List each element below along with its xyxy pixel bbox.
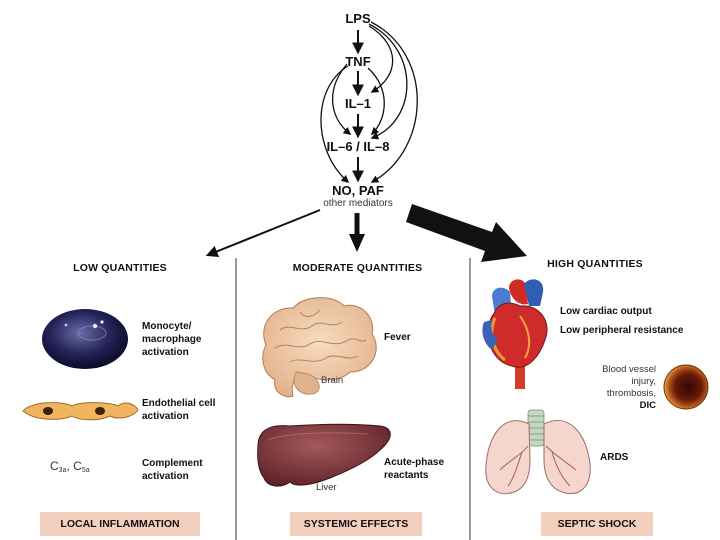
liver-icon — [257, 423, 391, 487]
lungs-icon — [485, 409, 591, 495]
effect-ards: ARDS — [600, 452, 629, 463]
footer-septic-shock: SEPTIC SHOCK — [541, 512, 653, 536]
effect-endothelial-activation: Endothelial cell activation — [142, 398, 216, 422]
effect-low-peripheral-resistance: Low peripheral resistance — [560, 325, 684, 336]
arrow-moderate — [349, 213, 365, 252]
cascade-il6-il8: IL–6 / IL–8 — [326, 139, 390, 154]
cascade-other-mediators: other mediators — [323, 198, 393, 209]
monocyte-icon — [42, 309, 128, 369]
brain-icon — [262, 297, 377, 398]
cascade-no-paf: NO, PAF — [332, 183, 384, 198]
heart-icon — [482, 279, 548, 389]
effect-monocyte-activation: Monocyte/ macrophage activation — [142, 321, 202, 358]
arrow-low — [205, 209, 321, 257]
liver-label: Liver — [316, 482, 337, 493]
endothelial-cells-icon — [22, 402, 139, 421]
cascade-lps: LPS — [345, 11, 371, 26]
header-low-quantities: LOW QUANTITIES — [73, 262, 167, 274]
arrow-high — [406, 204, 527, 262]
header-high-quantities: HIGH QUANTITIES — [547, 258, 643, 270]
effect-acute-phase-reactants: Acute-phase reactants — [384, 457, 445, 481]
brain-label: Brain — [321, 375, 344, 386]
effect-fever: Fever — [384, 332, 411, 343]
cascade-il1: IL–1 — [344, 96, 371, 111]
effect-low-cardiac-output: Low cardiac output — [560, 306, 652, 317]
cascade-tnf: TNF — [345, 54, 371, 69]
header-moderate-quantities: MODERATE QUANTITIES — [292, 262, 423, 274]
blood-vessel-icon — [663, 364, 709, 410]
effect-blood-vessel-injury: Blood vessel injury, thrombosis, DIC — [602, 364, 656, 411]
cascade-curved-arrows — [320, 21, 418, 184]
footer-local-inflammation: LOCAL INFLAMMATION — [40, 512, 200, 536]
complement-c3a-c5a-label: C3a, C5a — [50, 459, 90, 474]
effect-complement-activation: Complement activation — [142, 458, 203, 482]
footer-systemic-effects: SYSTEMIC EFFECTS — [290, 512, 422, 536]
